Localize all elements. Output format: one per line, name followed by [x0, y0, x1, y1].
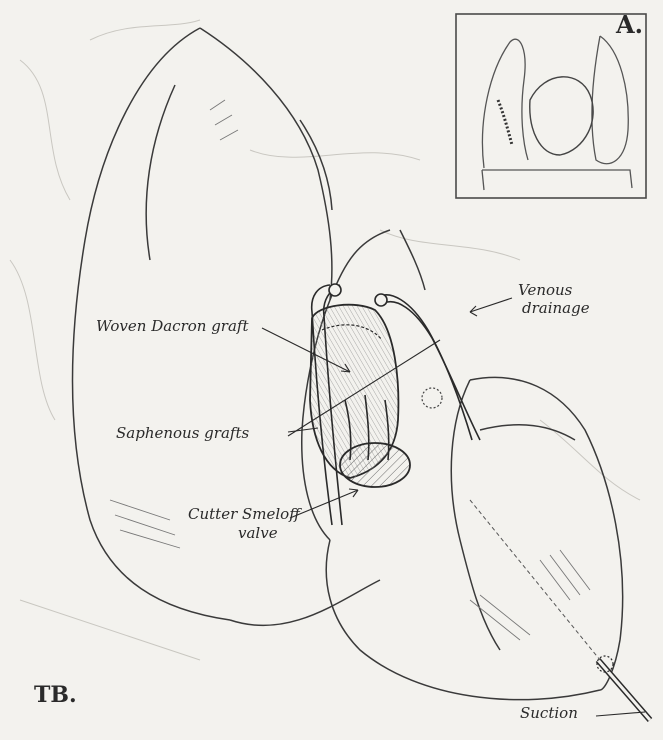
panel-label: A. — [616, 10, 643, 39]
saphenous-grafts-label: Saphenous grafts — [116, 425, 249, 442]
artist-initials: TB. — [34, 682, 77, 708]
venous-cannula-tip — [422, 388, 442, 408]
woven-dacron-graft-label: Woven Dacron graft — [96, 318, 249, 335]
suction-label: Suction — [520, 705, 578, 722]
cutter-smeloff-valve-label-line1: Cutter Smeloff — [188, 506, 300, 523]
venous-drainage-label-line2: drainage — [522, 300, 590, 317]
venous-drainage-label-line1: Venous — [518, 282, 572, 299]
inset-panel-a — [456, 14, 646, 198]
cutter-smeloff-valve-label-line2: valve — [238, 525, 278, 542]
